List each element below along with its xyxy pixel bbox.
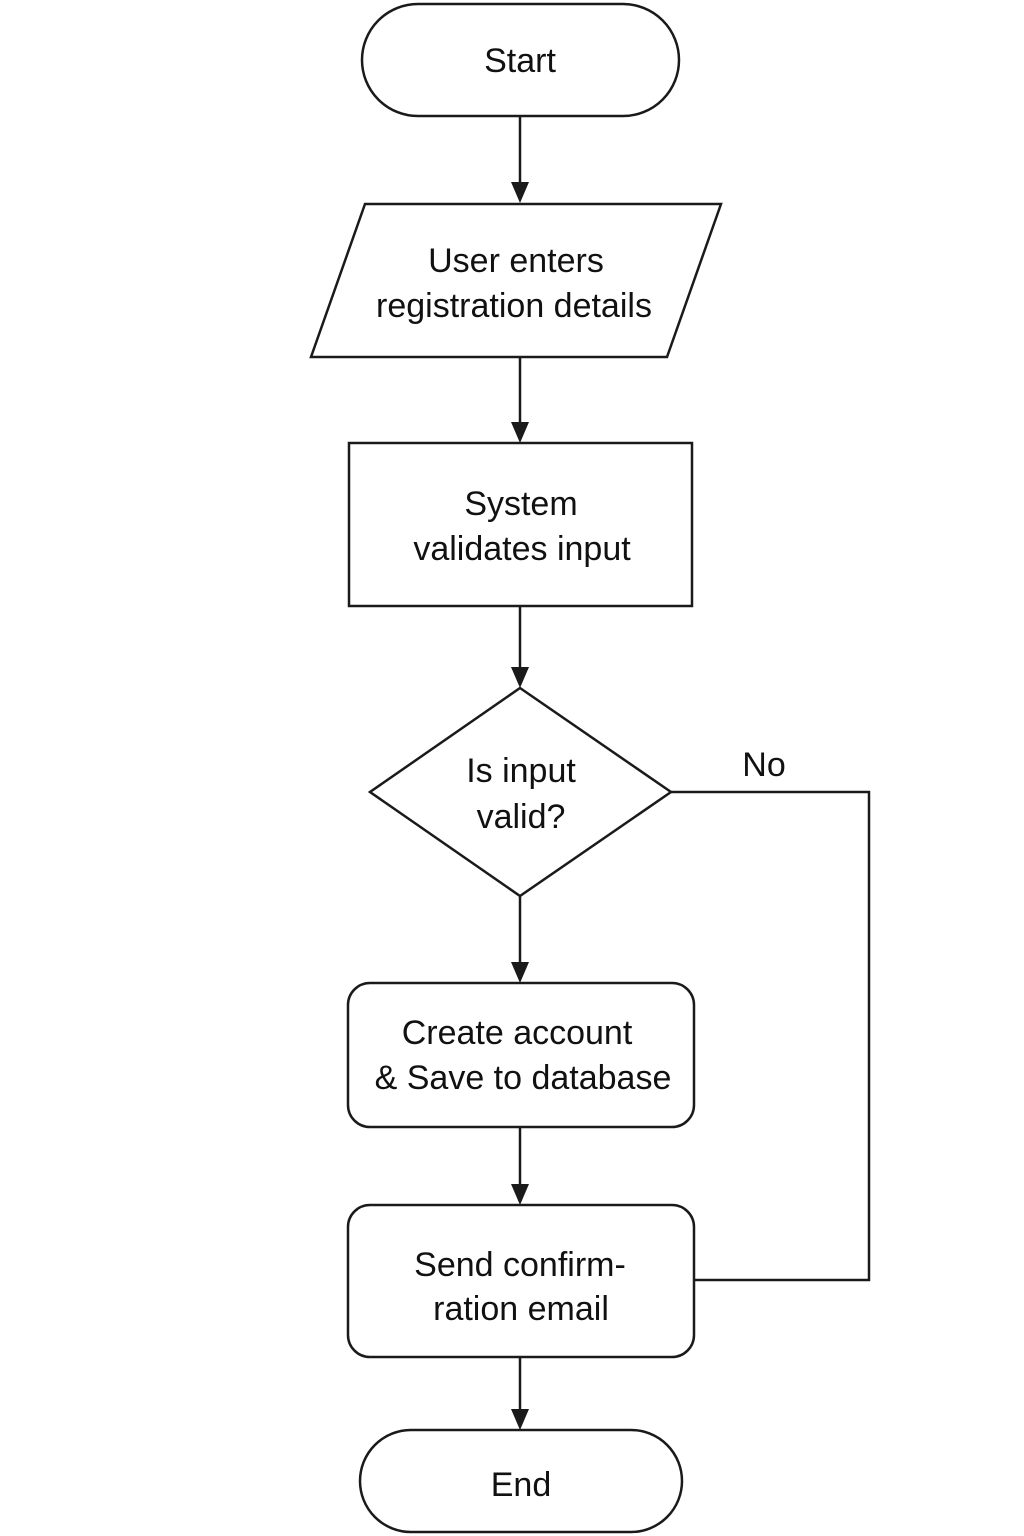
input-label-line1: User enters — [428, 242, 604, 280]
arrow-head-icon — [511, 1409, 529, 1430]
decision-label-line2: valid? — [477, 798, 566, 836]
arrow-head-icon — [511, 1184, 529, 1205]
start-terminal-shape — [360, 2, 681, 118]
validate-process-shape — [347, 441, 694, 608]
end-terminal-shape — [358, 1428, 684, 1534]
input-label-line2: registration details — [376, 287, 652, 325]
start-terminal: Start — [360, 2, 681, 118]
validate-label-line1: System — [464, 485, 577, 523]
validate-process: System validates input — [347, 441, 694, 608]
decision-label-line1: Is input — [466, 752, 576, 790]
input-parallelogram-shape — [309, 202, 723, 359]
edge-decision-no-branch — [671, 790, 871, 1282]
send-email-shape — [346, 1203, 696, 1359]
arrow-head-icon — [511, 667, 529, 688]
end-label: End — [491, 1466, 552, 1504]
validate-label-line2: validates input — [413, 530, 631, 568]
email-label-line2: ration email — [433, 1290, 609, 1328]
send-email-process: Send confirm- ration email — [346, 1203, 696, 1359]
input-node: User enters registration details — [309, 202, 723, 359]
arrow-head-icon — [511, 962, 529, 983]
create-label-line2: & Save to database — [375, 1059, 672, 1097]
decision-node: Is input valid? — [367, 686, 674, 898]
arrow-head-icon — [511, 422, 529, 443]
create-account-shape — [346, 981, 696, 1129]
no-branch-label: No — [742, 746, 785, 784]
end-terminal: End — [358, 1428, 684, 1534]
arrow-head-icon — [511, 182, 529, 203]
decision-diamond-shape — [367, 686, 674, 898]
email-label-line1: Send confirm- — [414, 1246, 626, 1284]
create-account-process: Create account & Save to database — [346, 981, 696, 1129]
create-label-line1: Create account — [402, 1014, 633, 1052]
start-label: Start — [484, 42, 556, 80]
connectors — [511, 116, 871, 1430]
